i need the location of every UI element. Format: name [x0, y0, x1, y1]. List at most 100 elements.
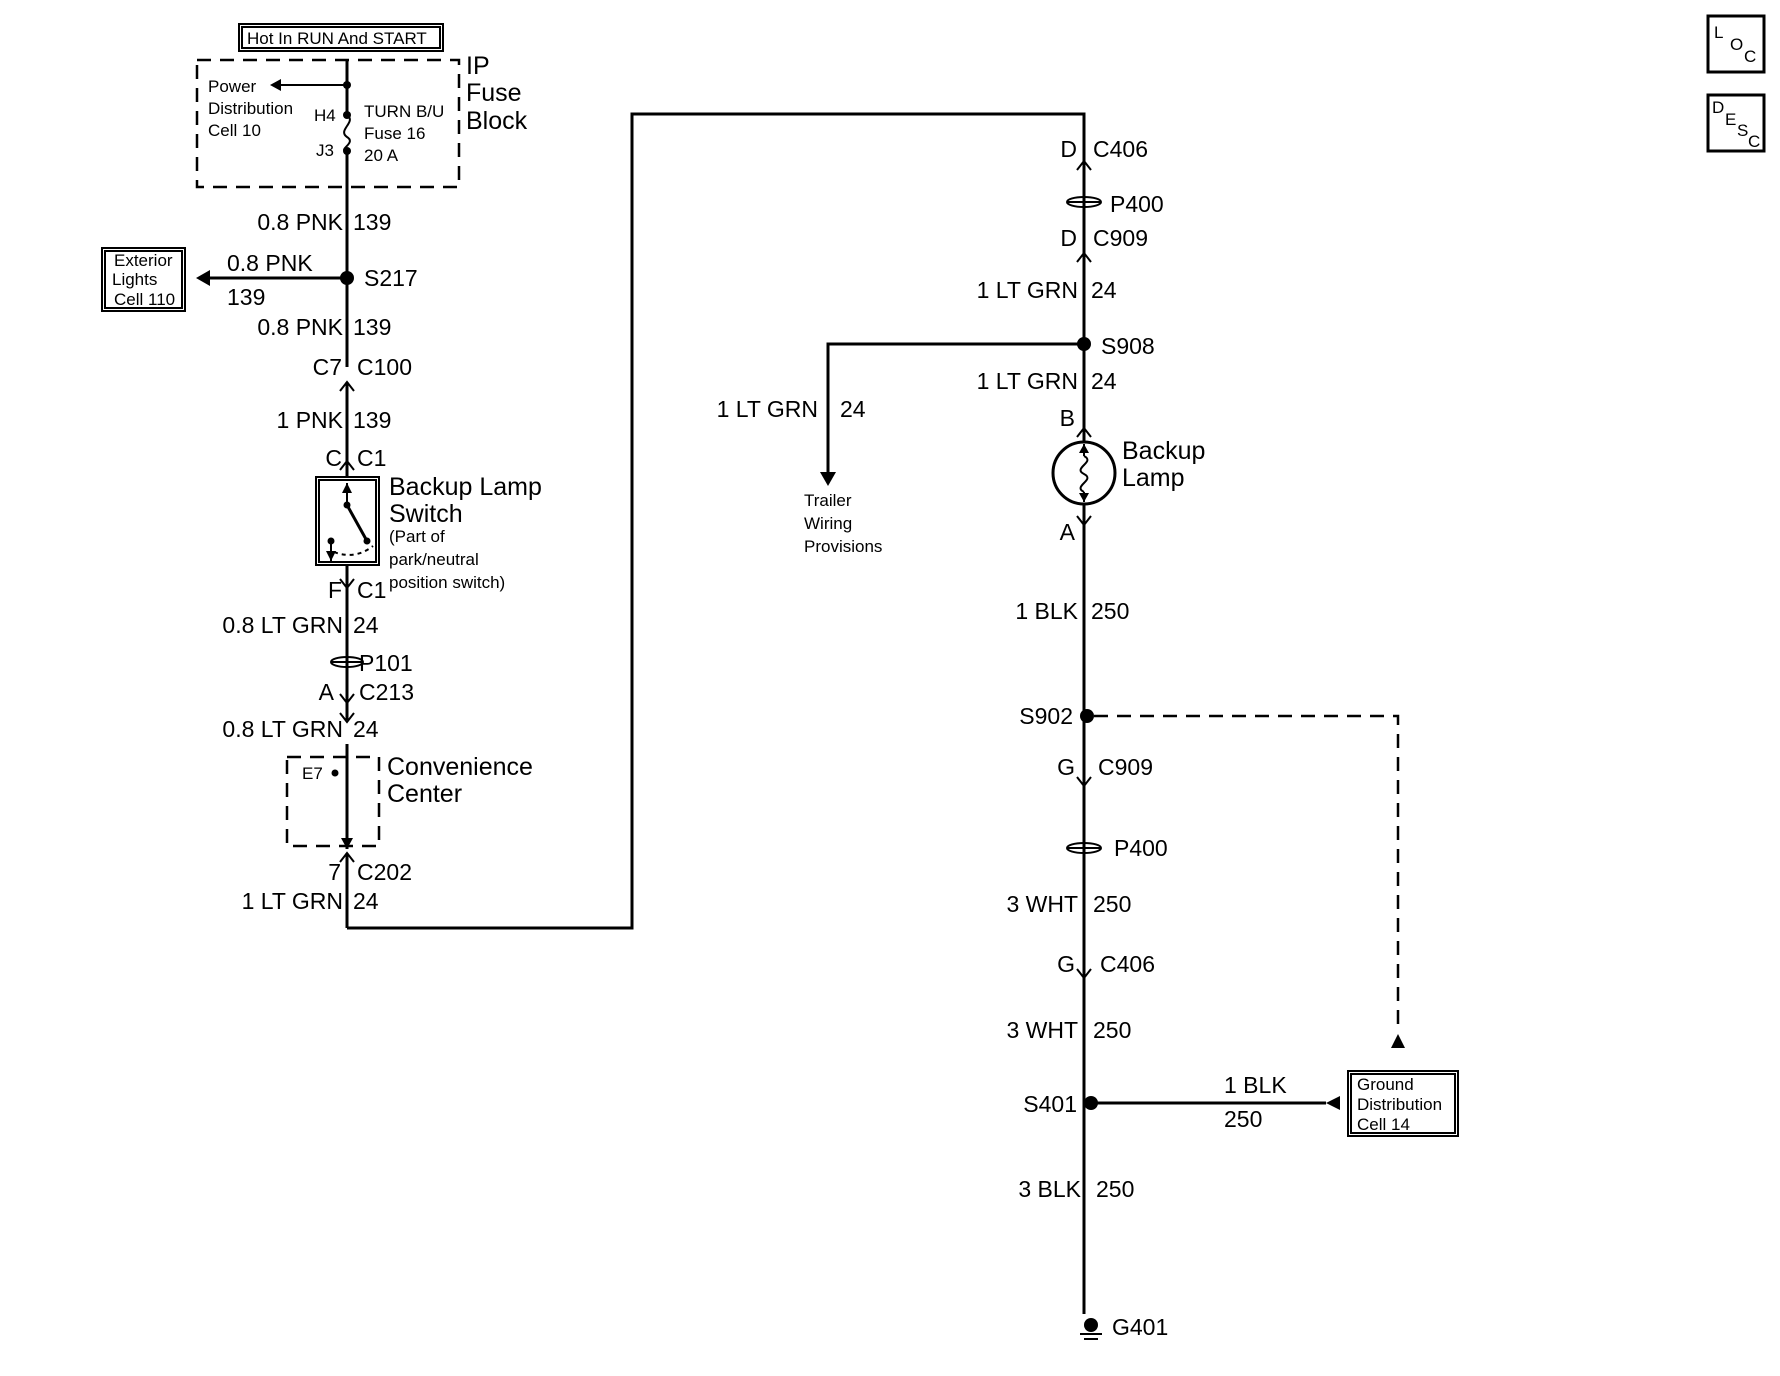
svg-text:park/neutral: park/neutral: [389, 550, 479, 569]
wire-gauge: 3 BLK: [1018, 1176, 1081, 1202]
convenience-center: E7 Convenience Center: [285, 744, 533, 849]
svg-text:C7: C7: [313, 354, 342, 380]
svg-text:A: A: [1060, 519, 1076, 545]
pass-through-p400-top-icon: P400: [1066, 191, 1164, 217]
pin-j3-label: J3: [316, 141, 334, 160]
svg-text:Wiring: Wiring: [804, 514, 852, 533]
splice-s217-label: S217: [364, 265, 418, 291]
svg-text:(Part of: (Part of: [389, 527, 445, 546]
svg-text:Trailer: Trailer: [804, 491, 852, 510]
fuse-block-line-1: IP: [466, 52, 490, 80]
svg-text:C1: C1: [357, 577, 386, 603]
wire-gauge: 1 LT GRN: [242, 888, 343, 914]
svg-text:G401: G401: [1112, 1314, 1168, 1340]
svg-text:Ground: Ground: [1357, 1075, 1414, 1094]
svg-text:C909: C909: [1098, 754, 1153, 780]
arrow-up-icon: [1391, 1034, 1405, 1048]
svg-text:O: O: [1730, 35, 1743, 54]
connector-c909-icon: [1076, 251, 1092, 263]
wire-gauge: 1 LT GRN: [977, 277, 1078, 303]
svg-text:E7: E7: [302, 764, 323, 783]
switch-blade-icon: [345, 504, 369, 542]
connector-lamp-b-icon: [1076, 426, 1092, 438]
svg-text:A: A: [319, 679, 335, 705]
power-dist-line-2: Distribution: [208, 99, 293, 118]
wire-gauge: 0.8 LT GRN: [222, 612, 343, 638]
svg-text:C406: C406: [1100, 951, 1155, 977]
desc-button[interactable]: D E S C: [1706, 93, 1766, 153]
svg-text:C100: C100: [357, 354, 412, 380]
backup-lamp-bulb-icon: [1051, 440, 1117, 506]
right-wire-run: D C406 P400 D C909 1 LT GRN 24 S908 1 LT…: [717, 136, 1459, 1340]
splice-s902-label: S902: [1019, 703, 1073, 729]
wire-circuit: 250: [1091, 598, 1129, 624]
ground-circuit: 250: [1224, 1106, 1262, 1132]
trailer-circuit: 24: [840, 396, 866, 422]
svg-text:Switch: Switch: [389, 500, 463, 528]
wire-gauge: 0.8 PNK: [257, 209, 343, 235]
wire-circuit: 250: [1093, 891, 1131, 917]
svg-text:Convenience: Convenience: [387, 753, 533, 781]
wire-circuit: 24: [1091, 368, 1117, 394]
wire-circuit: 24: [353, 888, 379, 914]
svg-text:Center: Center: [387, 780, 462, 808]
wire-circuit: 24: [1091, 277, 1117, 303]
wire-circuit: 24: [353, 612, 379, 638]
svg-text:Backup: Backup: [1122, 437, 1205, 465]
connector-c213-icon: [339, 693, 355, 705]
wire-gauge: 0.8 LT GRN: [222, 716, 343, 742]
connector-lamp-a-icon: [1076, 515, 1092, 527]
connector-c1-icon: [339, 459, 355, 471]
wire-circuit: 250: [1093, 1017, 1131, 1043]
pass-through-p400-bottom-icon: P400: [1066, 835, 1168, 861]
fuse-line-1: TURN B/U: [364, 102, 444, 121]
svg-text:P400: P400: [1110, 191, 1164, 217]
svg-text:C406: C406: [1093, 136, 1148, 162]
svg-text:S: S: [1737, 121, 1748, 140]
arrow-left-icon: [1326, 1096, 1340, 1110]
svg-text:Lights: Lights: [112, 270, 157, 289]
trailer-branch-wire: [826, 342, 1084, 474]
wire-gauge: 3 WHT: [1006, 1017, 1078, 1043]
svg-text:P101: P101: [359, 650, 413, 676]
wire-gauge: 0.8 PNK: [257, 314, 343, 340]
svg-text:F: F: [328, 577, 342, 603]
power-dist-line-3: Cell 10: [208, 121, 261, 140]
svg-text:7: 7: [328, 859, 341, 885]
wire-circuit: 139: [353, 209, 391, 235]
fuse-line-2: Fuse 16: [364, 124, 425, 143]
ground-gauge: 1 BLK: [1224, 1072, 1287, 1098]
backup-lamp-switch: Backup Lamp Switch (Part of park/neutral…: [315, 473, 542, 592]
svg-text:C213: C213: [359, 679, 414, 705]
splice-s902-icon: [1080, 709, 1094, 723]
wire-gauge: 1 PNK: [277, 407, 344, 433]
svg-text:C909: C909: [1093, 225, 1148, 251]
svg-text:D: D: [1712, 98, 1724, 117]
svg-text:Cell 110: Cell 110: [114, 290, 175, 309]
pass-through-p101-icon: P101: [330, 650, 413, 676]
svg-text:E: E: [1725, 110, 1736, 129]
splice-s908-label: S908: [1101, 333, 1155, 359]
exterior-lights-box: Exterior Lights Cell 110: [101, 247, 186, 312]
wire-gauge: 1 LT GRN: [977, 368, 1078, 394]
svg-text:position switch): position switch): [389, 573, 505, 592]
power-dist-line-1: Power: [208, 77, 257, 96]
arrow-down-icon: [820, 472, 836, 486]
svg-text:L: L: [1714, 23, 1723, 42]
ground-g401-icon: G401: [1080, 1314, 1168, 1340]
ground-distribution-box: Ground Distribution Cell 14: [1347, 1070, 1459, 1137]
exterior-circuit: 139: [227, 284, 265, 310]
crossover-wire: [347, 112, 1086, 930]
svg-text:Provisions: Provisions: [804, 537, 882, 556]
connector-c1-bottom-icon: [339, 578, 355, 590]
loc-button[interactable]: L O C: [1706, 14, 1766, 74]
svg-text:G: G: [1057, 754, 1075, 780]
svg-text:G: G: [1057, 951, 1075, 977]
ip-fuse-block: IP Fuse Block Power Distribution Cell 10…: [195, 52, 528, 189]
svg-text:C202: C202: [357, 859, 412, 885]
pin-h4-label: H4: [314, 106, 336, 125]
hot-in-run-start-label: Hot In RUN And START: [247, 29, 427, 48]
svg-text:C1: C1: [357, 445, 386, 471]
svg-text:C: C: [1748, 132, 1760, 151]
left-wire-run: 0.8 PNK 139 S217 0.8 PNK 139 Exterior Li…: [101, 187, 542, 928]
